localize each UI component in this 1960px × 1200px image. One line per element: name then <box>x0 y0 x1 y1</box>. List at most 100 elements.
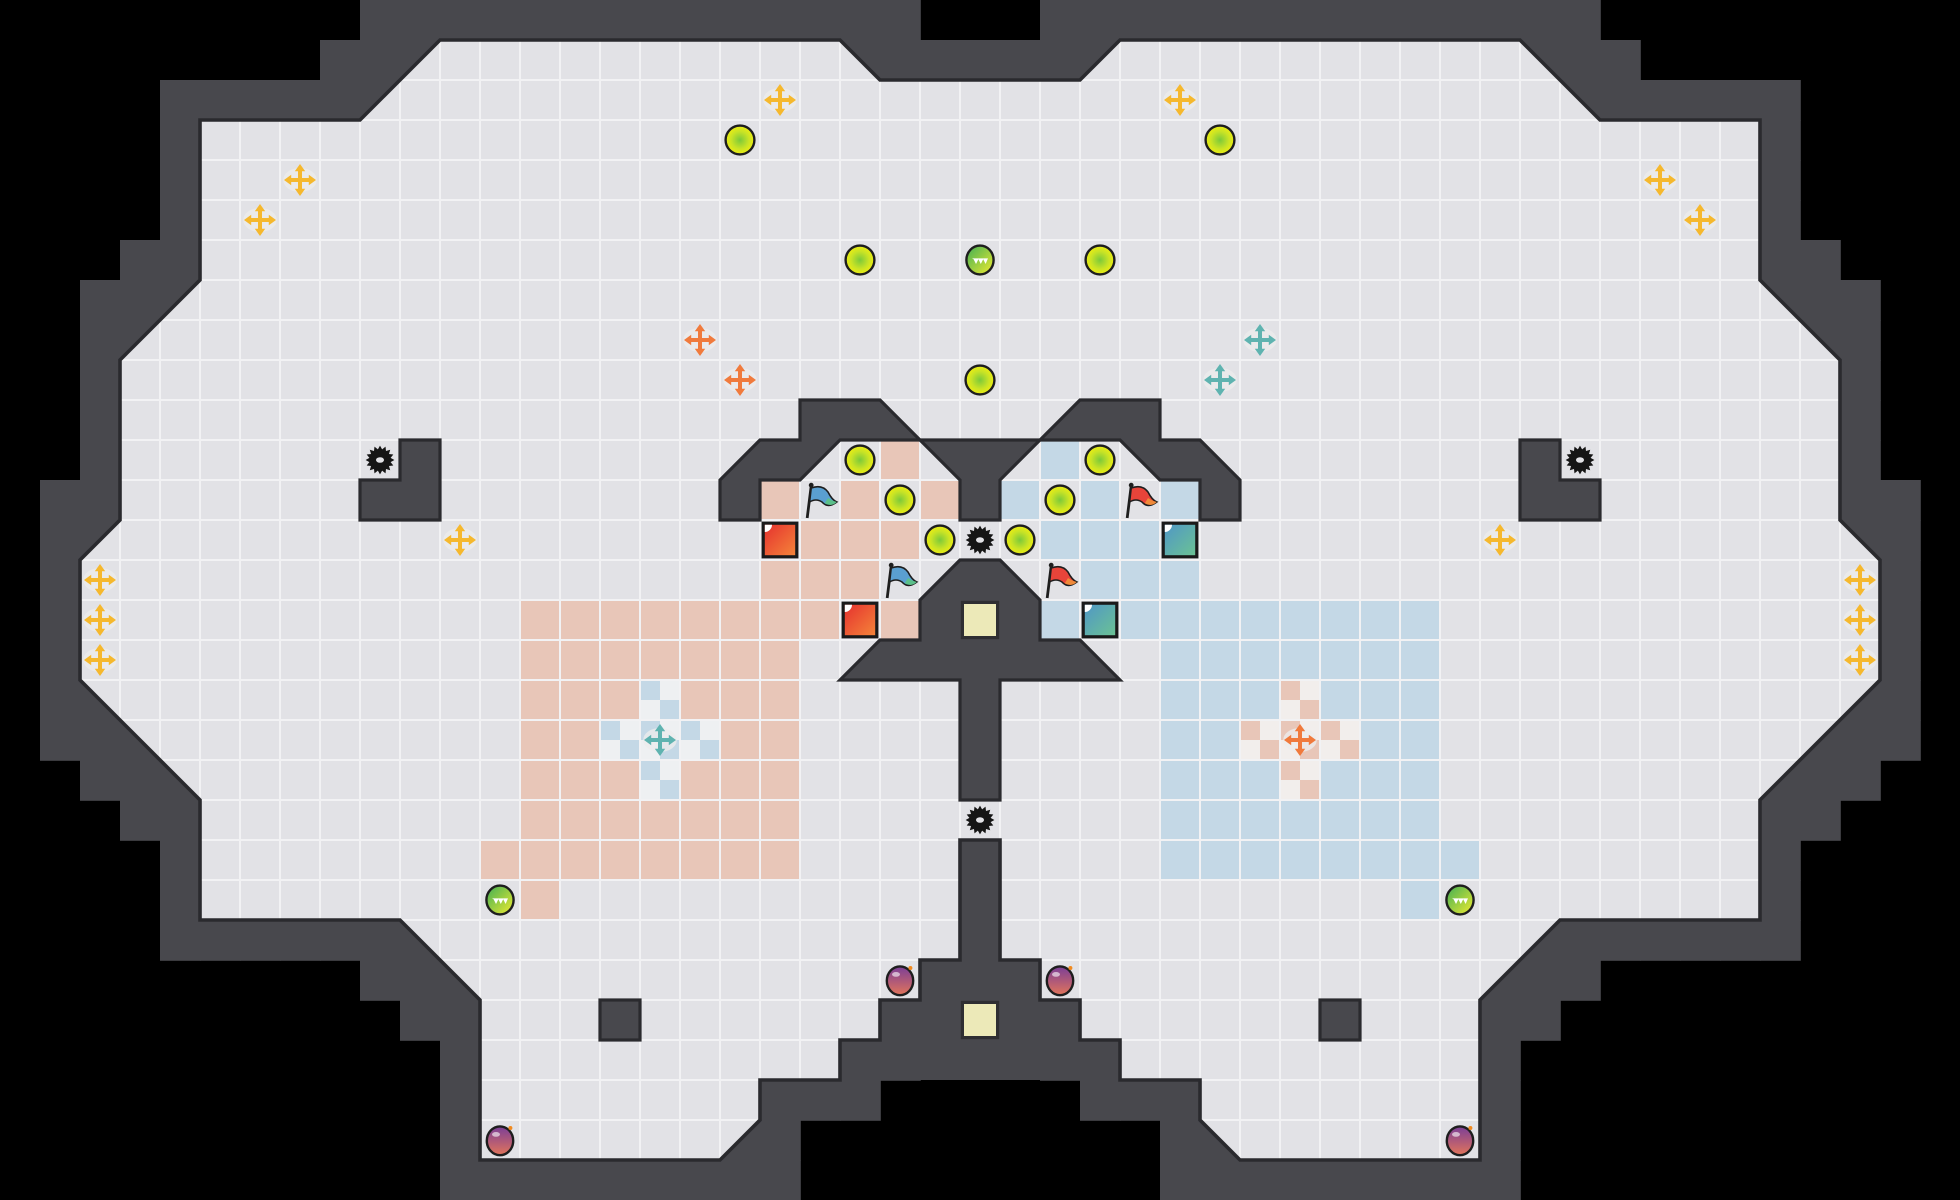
red-checker-tile <box>1280 700 1300 720</box>
blue-zone-tile <box>1400 640 1440 680</box>
blue-zone-tile <box>1000 480 1040 520</box>
red-zone-tile <box>680 600 720 640</box>
red-zone-tile <box>920 480 960 520</box>
red-zone-tile <box>520 600 560 640</box>
red-checker-tile <box>1300 760 1320 780</box>
wall-tile <box>1840 440 1881 481</box>
wall-tile <box>80 720 121 761</box>
red-zone-tile <box>760 680 800 720</box>
red-zone-tile <box>680 640 720 680</box>
wall-tile <box>1160 1080 1201 1121</box>
wall-tile <box>40 560 81 601</box>
wall-tile <box>360 0 401 41</box>
red-zone-tile <box>560 640 600 680</box>
wall-tile <box>1160 1120 1201 1161</box>
wall-tile <box>1400 1160 1441 1200</box>
red-boost-icon <box>1283 724 1317 756</box>
wall-tile <box>600 0 641 41</box>
red-zone-tile <box>680 840 720 880</box>
floor-edge <box>78 38 1882 1162</box>
blue-zone-tile <box>1200 680 1240 720</box>
red-flag-icon <box>1125 482 1159 519</box>
red-zone-tile <box>480 840 520 880</box>
blue-checker-tile <box>600 740 620 760</box>
blue-zone-tile <box>1280 800 1320 840</box>
blue-checker-tile <box>680 740 700 760</box>
blue-zone-tile <box>1320 760 1360 800</box>
red-checker-tile <box>1240 720 1260 740</box>
powerup-ball-icon <box>884 484 916 516</box>
wall-tile <box>1360 0 1401 41</box>
wall-tile <box>640 1160 681 1200</box>
blue-checker-tile <box>660 780 680 800</box>
wall-tile <box>1880 640 1921 681</box>
bomb-icon <box>485 1125 515 1157</box>
powerup-ball-icon <box>924 524 956 556</box>
red-zone-tile <box>760 600 800 640</box>
wall-tile <box>1720 920 1761 961</box>
blue-zone-tile <box>1240 800 1280 840</box>
wall-tile <box>960 920 1001 961</box>
red-zone-tile <box>840 520 880 560</box>
powerup-ball-icon <box>1204 124 1236 156</box>
blue-zone-tile <box>1360 600 1400 640</box>
blue-zone-tile <box>1200 760 1240 800</box>
blue-zone-tile <box>1200 840 1240 880</box>
red-zone-tile <box>560 600 600 640</box>
wall-tile <box>560 0 601 41</box>
blue-zone-tile <box>1160 600 1200 640</box>
wall-tile <box>360 40 401 81</box>
red-zone-tile <box>520 680 560 720</box>
neutral-boost-icon <box>1643 164 1677 196</box>
powerup-ball-icon <box>844 444 876 476</box>
red-zone-tile <box>840 480 880 520</box>
red-checker-tile <box>1300 680 1320 700</box>
neutral-boost-icon <box>763 84 797 116</box>
blue-flag-icon <box>885 562 919 599</box>
neutral-boost-icon <box>443 524 477 556</box>
blue-checker-tile <box>640 680 660 700</box>
neutral-boost-icon <box>243 204 277 236</box>
green-powerup-icon <box>965 244 995 276</box>
wall-tile <box>760 1120 801 1161</box>
wall-tile <box>720 1160 761 1200</box>
wall-tile <box>1520 0 1561 41</box>
red-zone-tile <box>600 640 640 680</box>
wall-tile <box>440 1120 481 1161</box>
powerup-ball-icon <box>1084 244 1116 276</box>
wall-tile <box>1440 1160 1481 1200</box>
wall-tile <box>80 480 121 521</box>
wall-tile <box>1880 680 1921 721</box>
red-checker-tile <box>1280 680 1300 700</box>
red-zone-tile <box>760 800 800 840</box>
wall-tile <box>160 880 201 921</box>
red-zone-tile <box>560 840 600 880</box>
wall-tile <box>40 520 81 561</box>
red-zone-tile <box>720 760 760 800</box>
map-entities <box>83 84 1877 1157</box>
wall-tile <box>1440 0 1481 41</box>
wall-tile <box>160 800 201 841</box>
wall-tile <box>1880 720 1921 761</box>
wall-tile <box>1840 760 1881 801</box>
red-team-tile-icon <box>761 521 799 559</box>
blue-zone-tile <box>1160 640 1200 680</box>
red-zone-tile <box>680 800 720 840</box>
red-zone-tile <box>720 800 760 840</box>
red-checker-tile <box>1280 780 1300 800</box>
wall-tile <box>1080 0 1121 41</box>
blue-zone-tile <box>1360 800 1400 840</box>
wall-tile <box>1040 0 1081 41</box>
wall-tile <box>920 40 961 81</box>
wall-tile <box>1520 960 1561 1001</box>
red-zone-tile <box>560 720 600 760</box>
wall-tile <box>80 440 121 481</box>
red-zone-tile <box>720 680 760 720</box>
red-checker-tile <box>1340 720 1360 740</box>
blue-zone-tile <box>1360 720 1400 760</box>
wall-tile <box>1600 80 1641 121</box>
red-zone-tile <box>760 760 800 800</box>
left-cap-wall <box>718 398 924 522</box>
wall-tile <box>120 280 161 321</box>
red-zone-tile <box>800 600 840 640</box>
